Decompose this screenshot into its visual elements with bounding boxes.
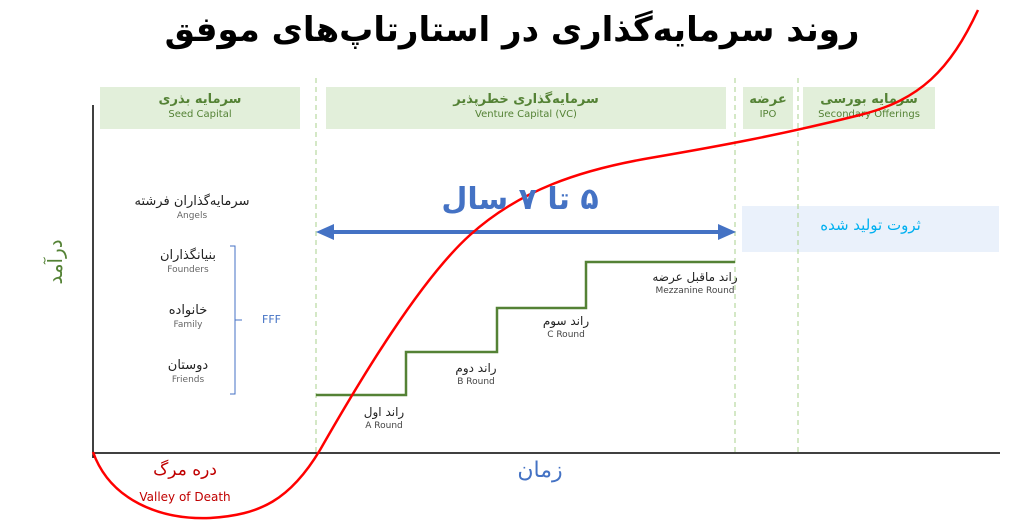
wealth-box: [742, 206, 999, 252]
investor-sublabel: Friends: [171, 375, 205, 385]
investor-label: خانواده: [168, 303, 208, 318]
round-sublabel: C Round: [547, 330, 585, 340]
arrow-head-right: [718, 224, 736, 240]
revenue-curve: [91, 9, 980, 520]
investor-sublabel: Founders: [167, 265, 209, 275]
wealth-label: ثروت تولید شده: [820, 216, 921, 234]
round-label: راند اول: [363, 405, 405, 419]
round-label: راند دوم: [455, 361, 497, 375]
round-sublabel: B Round: [457, 377, 495, 387]
phase-label: سرمایه‌گذاری خطرپذیر: [453, 92, 599, 107]
round-sublabel: Mezzanine Round: [655, 286, 735, 296]
investor-sublabel: Angels: [176, 211, 208, 221]
round-sublabel: A Round: [365, 421, 403, 431]
investor-sublabel: Family: [173, 320, 203, 330]
duration-label: ۵ تا ۷ سال: [441, 182, 599, 217]
round-a: راند اول A Round: [324, 405, 444, 431]
investor-family: خانواده Family: [118, 303, 258, 330]
fff-bracket: [230, 245, 242, 395]
phase-sublabel: Venture Capital (VC): [475, 109, 577, 120]
phase-sublabel: Secondary Offerings: [818, 109, 920, 120]
round-mezzanine: راند ماقبل عرضه Mezzanine Round: [630, 270, 760, 296]
valley-sublabel: Valley of Death: [139, 490, 231, 504]
investor-label: سرمایه‌گذاران فرشته: [134, 194, 250, 209]
investor-label: دوستان: [167, 358, 209, 373]
fff-label: FFF: [262, 313, 281, 326]
phase-sublabel: IPO: [759, 109, 777, 120]
x-axis-label: زمان: [517, 458, 563, 483]
investor-founders: بنیانگذاران Founders: [118, 248, 258, 275]
investor-friends: دوستان Friends: [118, 358, 258, 385]
phase-vc: سرمایه‌گذاری خطرپذیر Venture Capital (VC): [326, 87, 726, 129]
phase-label: سرمایه بذری: [158, 92, 242, 107]
valley-label: دره مرگ: [153, 460, 217, 480]
phase-seed: سرمایه بذری Seed Capital: [100, 87, 300, 129]
round-c: راند سوم C Round: [506, 314, 626, 340]
investor-label: بنیانگذاران: [159, 248, 217, 263]
arrow-head-left: [316, 224, 334, 240]
y-axis-label: درآمد: [43, 239, 67, 285]
phase-label: عرضه: [749, 92, 787, 107]
funding-rounds-steps: [316, 260, 735, 397]
page-title: روند سرمایه‌گذاری در استارتاپ‌های موفق: [164, 10, 860, 50]
round-label: راند ماقبل عرضه: [652, 270, 738, 284]
phase-sublabel: Seed Capital: [168, 109, 232, 120]
round-label: راند سوم: [542, 314, 590, 328]
phase-ipo: عرضه IPO: [743, 87, 793, 129]
round-b: راند دوم B Round: [416, 361, 536, 387]
investor-angels: سرمایه‌گذاران فرشته Angels: [122, 194, 262, 221]
